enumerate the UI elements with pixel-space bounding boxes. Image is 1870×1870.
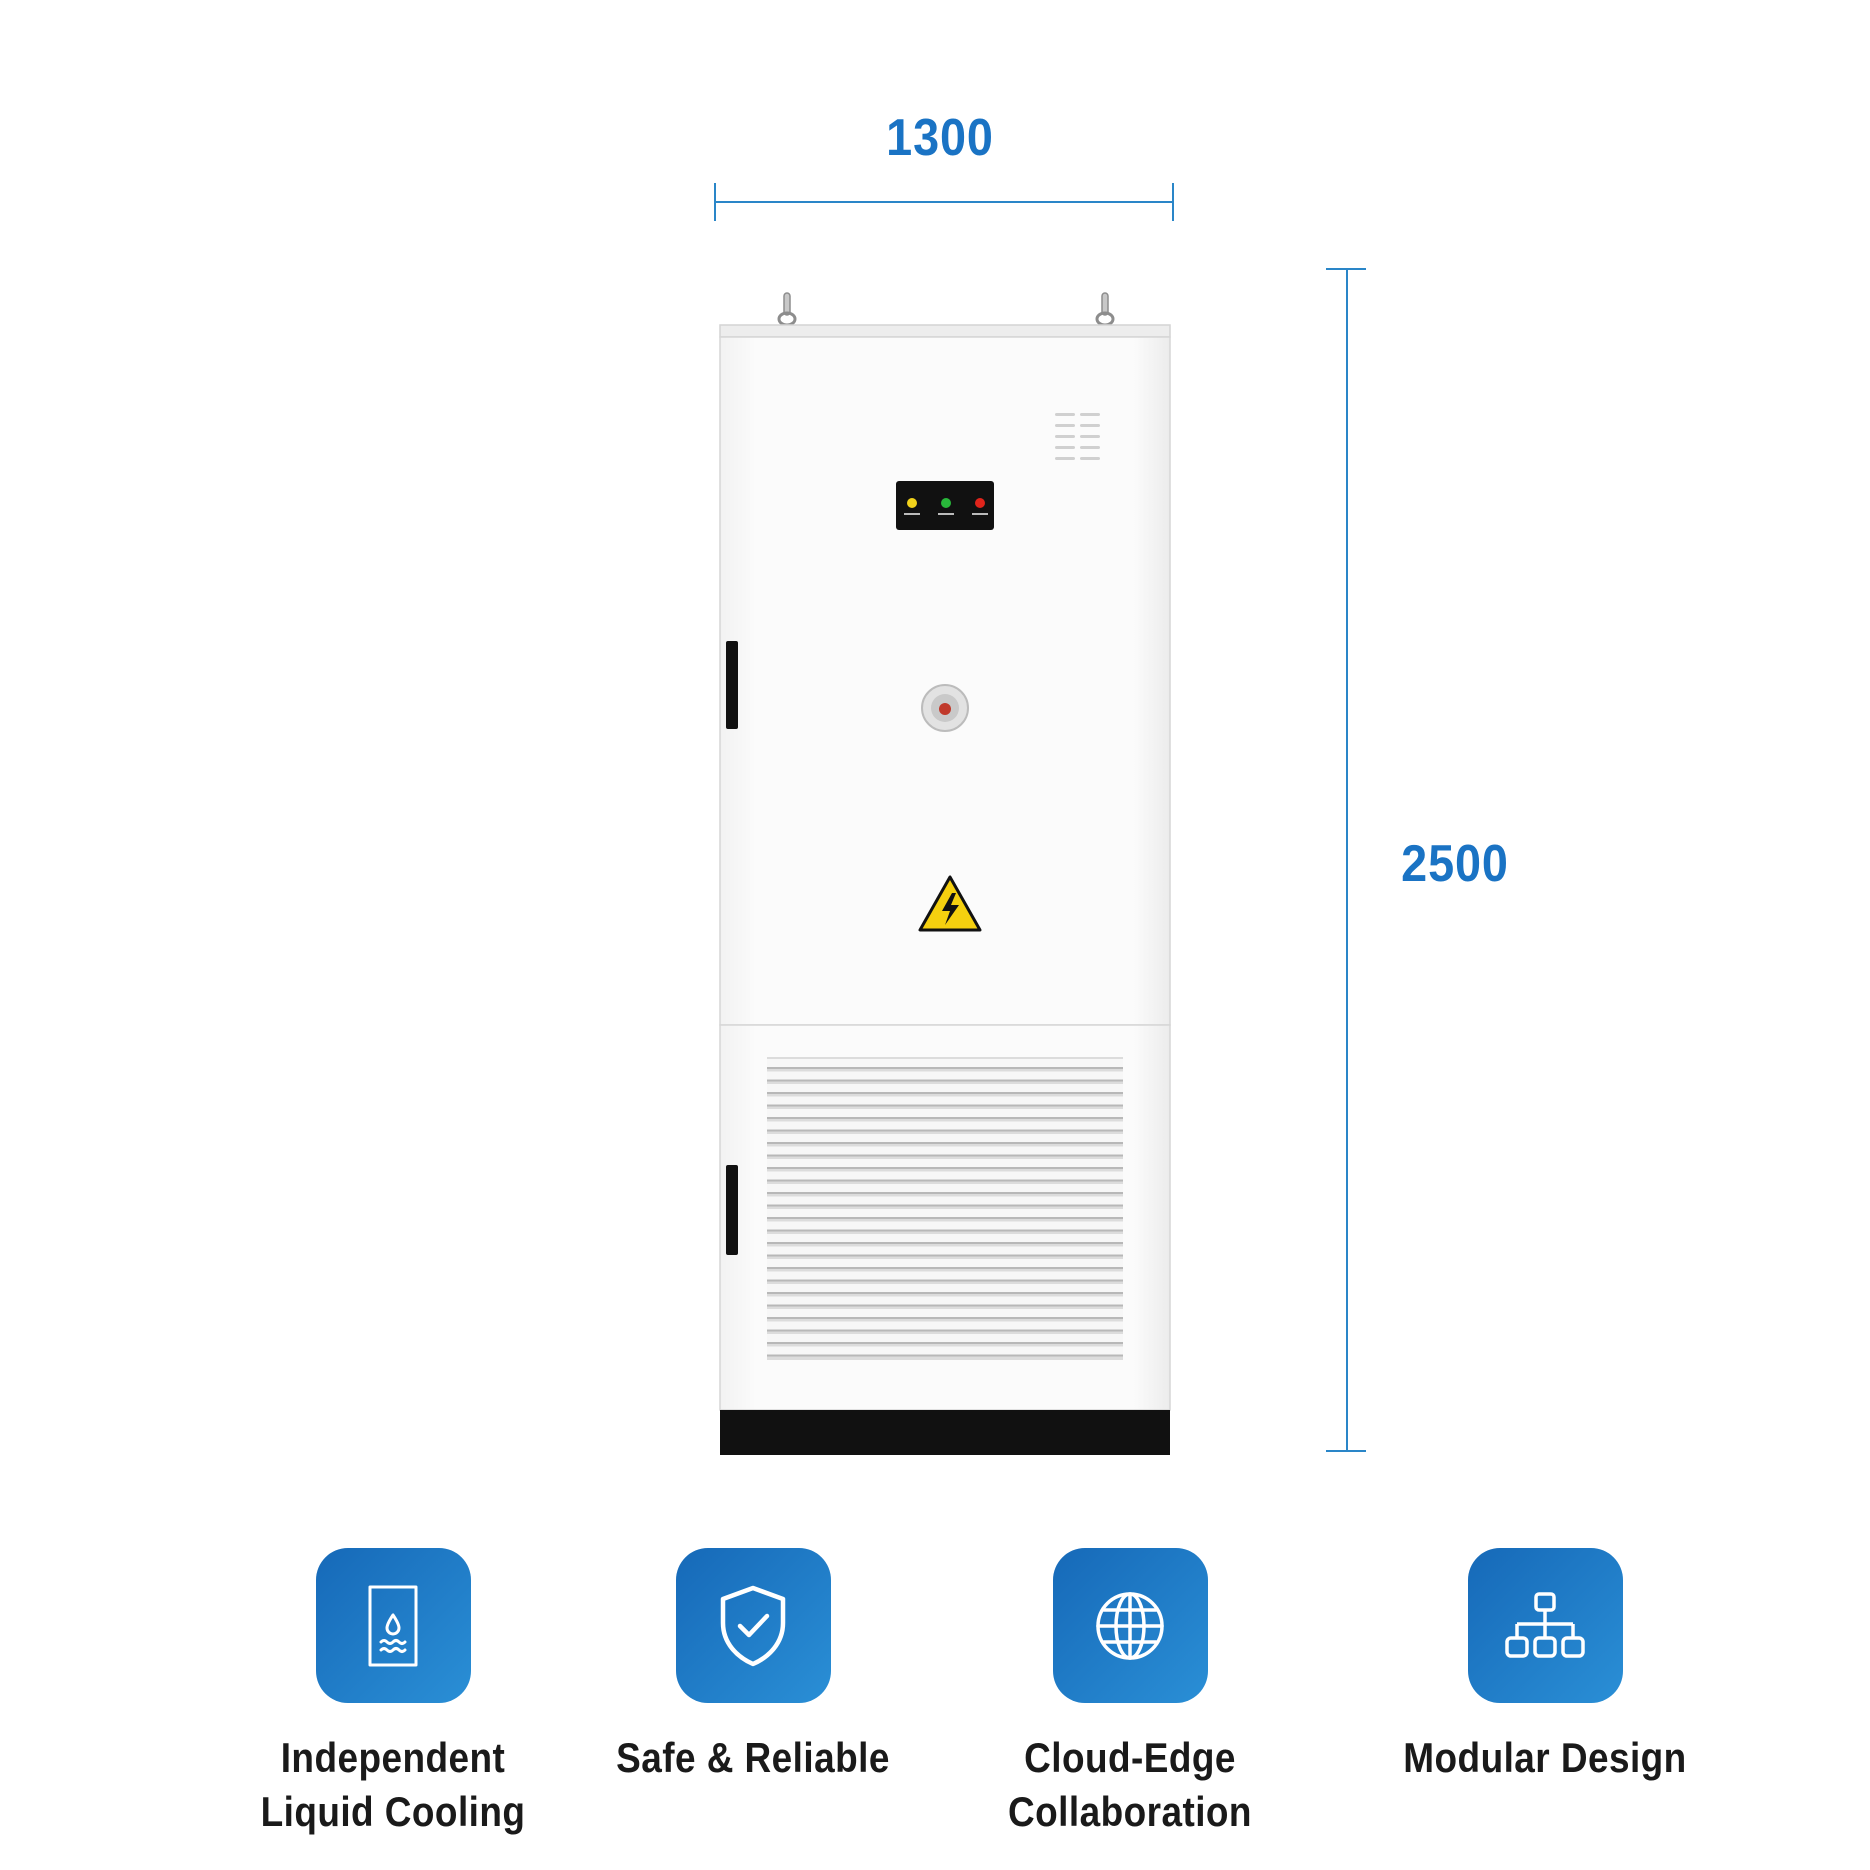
louver-slat <box>767 1171 1123 1180</box>
louver-slat-shadow <box>767 1229 1123 1232</box>
louver-slat-shadow <box>767 1254 1123 1257</box>
liquid-cooling-icon <box>368 1585 418 1666</box>
louver-slat-shadow <box>767 1317 1123 1319</box>
louver-slat-shadow <box>767 1292 1123 1294</box>
feature-safe-reliable: Safe & Reliable <box>573 1548 933 1785</box>
louver-slat <box>767 1059 1123 1067</box>
louver-slat-shadow <box>767 1192 1123 1194</box>
upper-door-handle <box>726 641 738 729</box>
louver-slat <box>767 1246 1123 1255</box>
louver-slat <box>767 1071 1123 1080</box>
cabinet-base <box>720 1410 1170 1455</box>
feature-label: Modular Design <box>1403 1734 1687 1781</box>
width-dimension-tick-left <box>714 183 716 221</box>
louver-slat <box>767 1346 1123 1355</box>
louver-slat-shadow <box>767 1267 1123 1269</box>
louver-slat-shadow <box>767 1342 1123 1344</box>
feature-tile <box>315 1548 471 1703</box>
louver-slat-shadow <box>767 1142 1123 1144</box>
louver-grille <box>767 1057 1123 1360</box>
height-dimension-tick-bottom <box>1326 1450 1366 1452</box>
cabinet-upper-door <box>719 336 1171 1026</box>
feature-label: Cloud-Edge Collaboration <box>1008 1734 1252 1835</box>
feature-tile <box>675 1548 831 1703</box>
cabinet-top-cap <box>719 324 1171 338</box>
louver-slat <box>767 1184 1123 1192</box>
run-indicator-light <box>941 498 951 508</box>
louver-slat-shadow <box>767 1067 1123 1069</box>
louver-slat <box>767 1121 1123 1130</box>
shield-check-icon <box>720 1585 786 1666</box>
louver-slat-shadow <box>767 1329 1123 1332</box>
lower-door-handle <box>726 1165 738 1255</box>
louver-slat <box>767 1221 1123 1230</box>
louver-slat <box>767 1309 1123 1317</box>
high-voltage-warning-icon <box>918 875 982 932</box>
louver-slat <box>767 1259 1123 1267</box>
feature-label: Independent Liquid Cooling <box>260 1734 526 1835</box>
louver-slat-shadow <box>767 1204 1123 1207</box>
globe-icon <box>1096 1591 1164 1660</box>
louver-slat-shadow <box>767 1092 1123 1094</box>
width-dimension-tick-right <box>1172 183 1174 221</box>
feature-label: Safe & Reliable <box>616 1734 890 1781</box>
width-dimension-label: 1300 <box>886 109 994 167</box>
height-dimension-label: 2500 <box>1401 835 1509 893</box>
indicator-panel <box>896 481 994 530</box>
louver-slat <box>767 1284 1123 1292</box>
louver-slat <box>767 1084 1123 1092</box>
louver-slat-shadow <box>767 1079 1123 1082</box>
louver-slat-shadow <box>767 1179 1123 1182</box>
louver-slat <box>767 1321 1123 1330</box>
feature-tile <box>1052 1548 1208 1703</box>
louver-slat-shadow <box>767 1117 1123 1119</box>
louver-slat-shadow <box>767 1217 1123 1219</box>
power-indicator-light <box>907 498 917 508</box>
hierarchy-icon <box>1505 1591 1585 1658</box>
louver-slat <box>767 1146 1123 1155</box>
width-dimension-line <box>715 201 1174 203</box>
lifting-eye-left <box>777 292 797 327</box>
feature-tile <box>1467 1548 1623 1703</box>
lifting-eye-right <box>1095 292 1115 327</box>
alarm-indicator-light <box>975 498 985 508</box>
feature-liquid-cooling: Independent Liquid Cooling <box>213 1548 573 1839</box>
louver-slat <box>767 1209 1123 1217</box>
louver-slat-shadow <box>767 1154 1123 1157</box>
louver-slat <box>767 1296 1123 1305</box>
feature-modular-design: Modular Design <box>1365 1548 1725 1785</box>
louver-slat-shadow <box>767 1104 1123 1107</box>
louver-slat-shadow <box>767 1304 1123 1307</box>
height-dimension-tick-top <box>1326 268 1366 270</box>
louver-slat <box>767 1134 1123 1142</box>
louver-slat-shadow <box>767 1279 1123 1282</box>
feature-cloud-edge: Cloud-Edge Collaboration <box>950 1548 1310 1839</box>
louver-slat-shadow <box>767 1129 1123 1132</box>
louver-slat <box>767 1159 1123 1167</box>
cabinet-image <box>719 292 1171 1455</box>
cabinet-small-vent <box>1055 413 1100 460</box>
louver-slat <box>767 1271 1123 1280</box>
louver-slat-shadow <box>767 1167 1123 1169</box>
louver-slat <box>767 1196 1123 1205</box>
louver-slat-shadow <box>767 1354 1123 1357</box>
louver-slat <box>767 1096 1123 1105</box>
height-dimension-line <box>1346 268 1348 1451</box>
louver-slat-shadow <box>767 1242 1123 1244</box>
louver-slat <box>767 1109 1123 1117</box>
emergency-stop-button <box>921 684 969 732</box>
louver-slat <box>767 1334 1123 1342</box>
louver-slat <box>767 1234 1123 1242</box>
